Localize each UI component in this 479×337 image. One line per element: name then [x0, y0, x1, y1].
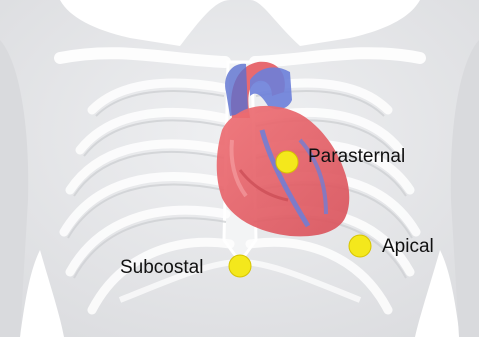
apical-marker: [349, 235, 371, 257]
subcostal-marker: [229, 255, 251, 277]
parasternal-label: Parasternal: [308, 146, 405, 167]
parasternal-marker: [276, 151, 298, 173]
apical-label: Apical: [382, 236, 434, 257]
subcostal-label: Subcostal: [120, 257, 203, 278]
